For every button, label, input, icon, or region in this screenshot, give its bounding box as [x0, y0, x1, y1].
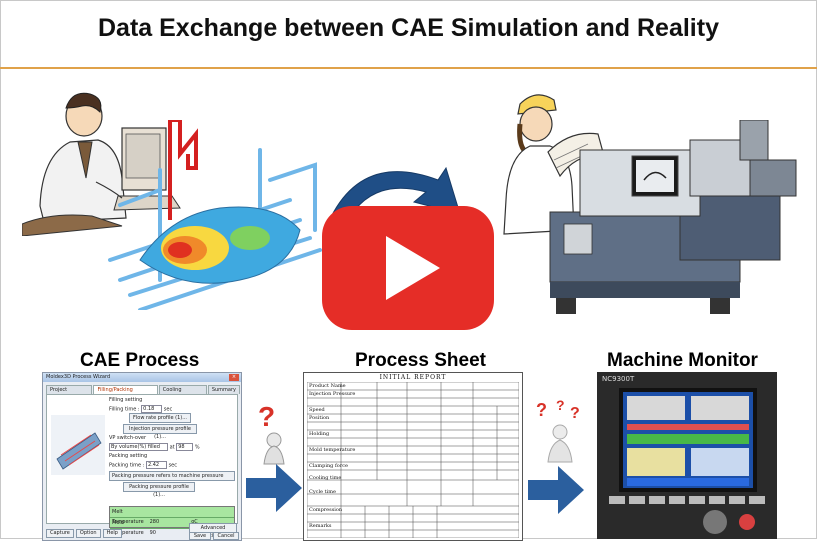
play-button-icon[interactable] — [322, 206, 494, 330]
section-label-process-sheet: Process Sheet — [355, 350, 486, 371]
arrow-right-icon — [528, 466, 584, 514]
sheet-row-1: Product Name — [309, 383, 346, 389]
sheet-table-grid — [307, 382, 519, 538]
option-button[interactable]: Option — [75, 529, 101, 538]
injection-machine-icon — [549, 120, 797, 314]
part-preview-icon — [51, 415, 105, 475]
grid-row-mold-label: Mold Temperature — [112, 520, 144, 536]
window-body: Filling setting Filling time : 0.18 sec … — [46, 394, 238, 536]
title-divider — [0, 67, 817, 69]
svg-text:?: ? — [570, 405, 580, 422]
sheet-row-9: Cycle time — [309, 489, 336, 495]
filling-time-input[interactable]: 0.18 — [141, 405, 163, 413]
cae-process-window: Moldex3D Process Wizard × Project Settin… — [42, 372, 242, 541]
window-footer: Capture Option Help — [46, 529, 124, 538]
grid-row-melt: Melt Temperature 280 oC — [110, 507, 234, 525]
svg-text:?: ? — [536, 400, 547, 420]
packing-time-unit: sec — [168, 462, 178, 469]
filling-time-unit: sec — [163, 406, 173, 413]
packing-pressure-profile-button[interactable]: Packing pressure profile (1)... — [123, 482, 195, 498]
process-sheet-document: INITIAL REPORT Product Name Injection Pr… — [303, 372, 523, 541]
temperature-grid: Melt Temperature 280 oC Mold Temperature… — [109, 506, 235, 536]
arrow-right-icon — [246, 464, 302, 512]
sheet-row-4: Position — [309, 415, 330, 421]
svg-text:?: ? — [258, 402, 275, 432]
vp-switch-row: By volume(%) filled at 98 % — [109, 443, 200, 451]
help-button[interactable]: Help — [102, 529, 122, 538]
sheet-row-7: Clamping force — [309, 463, 348, 469]
section-label-cae-process: CAE Process — [80, 350, 200, 371]
filling-setting-label: Filling setting — [109, 397, 143, 403]
grid-row-melt-label: Melt Temperature — [112, 509, 144, 525]
sheet-row-8: Cooling time — [309, 475, 342, 481]
tab-cooling-settings[interactable]: Cooling Settings — [158, 385, 207, 401]
capture-button[interactable]: Capture — [46, 529, 74, 538]
vp-value-input[interactable]: 98 — [176, 443, 194, 451]
packing-time-row: Packing time : 2.42 sec — [109, 461, 177, 469]
sheet-row-10: Compression — [309, 507, 343, 513]
window-tabs: Project Settings Filling/Packing Setting… — [46, 385, 241, 401]
question-person-icon: ? ? ? — [536, 397, 580, 463]
packing-time-input[interactable]: 2.42 — [145, 461, 167, 469]
packing-setting-label: Packing setting — [109, 453, 148, 459]
sheet-row-5: Holding — [309, 431, 330, 437]
close-icon[interactable]: × — [229, 374, 239, 381]
filling-time-label: Filling time : — [109, 406, 140, 413]
vp-mode-select[interactable]: By volume(%) filled — [109, 443, 168, 451]
mold-cooling-channels-icon — [108, 120, 322, 310]
window-title: Moldex3D Process Wizard — [43, 373, 241, 382]
question-person-icon: ? — [258, 402, 285, 465]
monitor-brand-label: NC9300T — [602, 375, 635, 383]
sheet-row-11: Remarks — [309, 523, 332, 529]
tab-project-settings[interactable]: Project Settings — [46, 385, 93, 401]
sheet-row-2: Injection Pressure — [309, 391, 356, 397]
sheet-title: INITIAL REPORT — [379, 374, 447, 381]
sheet-row-6: Mold temperature — [309, 447, 356, 453]
grid-row-mold-value[interactable]: 90 — [149, 530, 156, 536]
packing-time-label: Packing time : — [109, 462, 145, 469]
curved-arrow-icon — [325, 166, 461, 229]
vp-at-label: at — [169, 444, 175, 451]
packing-pressure-ref-select[interactable]: Packing pressure refers to machine press… — [109, 471, 235, 481]
tab-summary[interactable]: Summary — [207, 385, 241, 394]
machine-monitor-icon — [597, 372, 777, 539]
grid-row-melt-unit: oC — [191, 519, 198, 525]
vp-unit: % — [194, 444, 200, 451]
section-label-machine-monitor: Machine Monitor — [607, 350, 758, 371]
vp-switch-label: VP switch-over — [109, 435, 147, 441]
filling-time-row: Filling time : 0.18 sec — [109, 405, 172, 413]
flow-rate-profile-button[interactable]: Flow rate profile (1)... — [129, 413, 191, 423]
tab-filling-packing[interactable]: Filling/Packing Settings — [93, 385, 158, 401]
grid-row-melt-value[interactable]: 280 — [149, 519, 160, 525]
svg-text:?: ? — [556, 397, 565, 413]
injection-pressure-profile-button[interactable]: Injection pressure profile (1)... — [123, 424, 197, 440]
page-title: Data Exchange between CAE Simulation and… — [98, 14, 719, 42]
sheet-row-3: Speed — [309, 407, 325, 413]
